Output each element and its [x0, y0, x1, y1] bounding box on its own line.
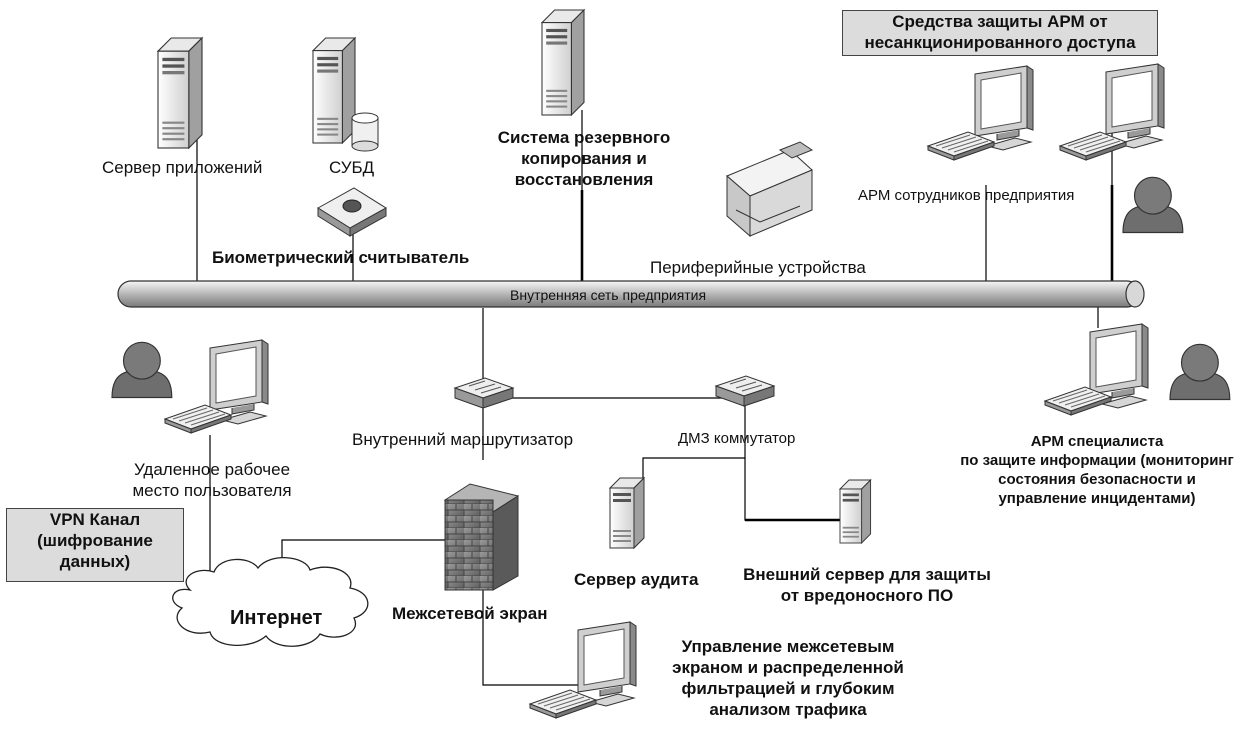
dbms-server-icon	[312, 37, 356, 144]
biometric-label: Биометрический считыватель	[212, 248, 470, 267]
audit-server-label: Сервер аудита	[574, 570, 699, 589]
firewall-icon	[443, 483, 520, 591]
keyboard-icon	[164, 404, 232, 434]
router-label: Внутренний маршрутизатор	[352, 430, 574, 449]
bold-links	[580, 185, 1114, 522]
network-bus-label: Внутренняя сеть предприятия	[510, 287, 707, 303]
dbms-label: СУБД	[329, 158, 375, 177]
workstation-monitor-icon	[974, 65, 1034, 151]
user-icon	[1169, 343, 1231, 401]
dmz-switch-label: ДМЗ коммутатор	[678, 430, 796, 447]
app-server-label: Сервер приложений	[102, 158, 263, 177]
biometric-reader-icon	[317, 187, 387, 237]
printer-icon	[726, 141, 814, 238]
keyboard-icon	[927, 131, 995, 161]
backup-server-icon	[541, 9, 585, 116]
database-cylinder-icon	[351, 112, 379, 152]
fw-management-monitor-icon	[577, 621, 637, 707]
user-icon	[111, 341, 173, 399]
user-icon	[1122, 176, 1184, 234]
app-server-icon	[157, 37, 203, 149]
internet-label: Интернет	[230, 607, 323, 629]
keyboard-icon	[529, 689, 597, 719]
keyboard-icon	[1059, 131, 1127, 161]
workstations-label: АРМ сотрудников предприятия	[858, 187, 1075, 204]
firewall-label: Межсетевой экран	[392, 604, 548, 623]
antimalware-server-icon	[839, 479, 872, 544]
internet-cloud-icon	[172, 556, 369, 647]
audit-server-icon	[609, 477, 645, 549]
workstation-monitor-icon	[1105, 63, 1165, 149]
router-icon	[454, 377, 514, 409]
dmz-switch-icon	[715, 375, 775, 407]
peripherals-label: Периферийные устройства	[650, 258, 866, 277]
